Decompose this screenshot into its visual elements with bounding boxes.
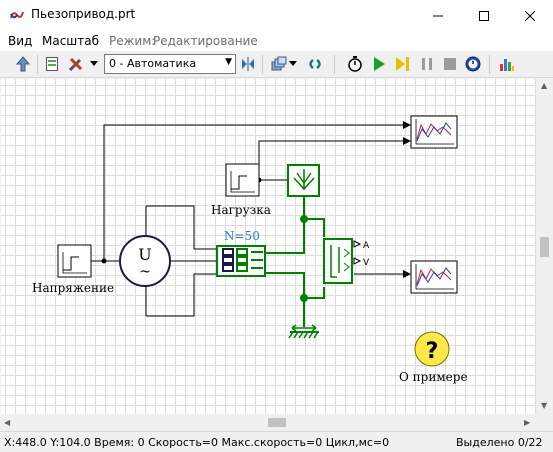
- toolbar-separator: [334, 55, 335, 74]
- title-bar: Пьезопривод.prt: [0, 0, 553, 31]
- n-stack-label: N=50: [224, 229, 260, 243]
- menu-bar: Вид Масштаб Режим: Редактирование: [0, 31, 553, 51]
- minimize-button[interactable]: [415, 0, 461, 31]
- mode-select[interactable]: 0 - Автоматика ▼: [104, 54, 236, 74]
- pause-button[interactable]: [417, 54, 437, 74]
- chart-icon: [500, 59, 514, 71]
- status-selection: Выделено 0/22: [456, 436, 543, 449]
- source-symbol: U: [138, 245, 151, 264]
- vertical-scroll-thumb[interactable]: [540, 237, 549, 257]
- step-icon: [396, 57, 409, 71]
- load-label: Нагрузка: [211, 203, 271, 217]
- motion-sensor-block[interactable]: A V: [323, 238, 370, 284]
- mode-select-value: 0 - Автоматика: [109, 57, 197, 70]
- toolbar-separator: [37, 55, 38, 74]
- stop-button[interactable]: [440, 54, 460, 74]
- status-bar: X:448.0 Y:104.0 Время: 0 Скорость=0 Макс…: [0, 431, 553, 452]
- tools-dropdown-button[interactable]: [88, 54, 100, 74]
- document-button[interactable]: [42, 54, 62, 74]
- menu-scale[interactable]: Масштаб: [42, 34, 100, 48]
- stopwatch-icon: [348, 56, 362, 72]
- link-button[interactable]: [305, 54, 325, 74]
- voltage-step-block[interactable]: [57, 244, 92, 278]
- status-coordinates: X:448.0 Y:104.0 Время: 0 Скорость=0 Макс…: [4, 436, 390, 449]
- maximize-button[interactable]: [461, 0, 507, 31]
- diagram-svg: U ~: [57, 115, 458, 367]
- about-example-button[interactable]: ?: [414, 331, 450, 367]
- mode-label: Режим:: [109, 34, 156, 48]
- flip-button[interactable]: [238, 54, 258, 74]
- dropdown-icon: [90, 61, 98, 66]
- stop-icon: [444, 58, 456, 70]
- flip-icon: [242, 57, 254, 71]
- window-title: Пьезопривод.prt: [31, 7, 136, 21]
- layers-button[interactable]: [269, 54, 289, 74]
- mechanical-ground: [288, 324, 319, 339]
- up-arrow-icon: [16, 56, 30, 72]
- chevron-down-icon: ▼: [225, 57, 232, 67]
- plot-block-2[interactable]: [410, 260, 458, 294]
- menu-view[interactable]: Вид: [8, 34, 33, 48]
- toolbar-separator: [489, 55, 490, 74]
- mechanical-node: [300, 294, 308, 302]
- help-icon: ?: [426, 339, 439, 364]
- step-button[interactable]: [393, 54, 413, 74]
- link-icon: [309, 59, 321, 69]
- play-icon: [374, 57, 385, 71]
- load-step-block[interactable]: [225, 163, 260, 197]
- scroll-right-icon[interactable]: ▶: [524, 418, 531, 427]
- source-tilde: ~: [139, 264, 151, 280]
- port-v-label: V: [363, 258, 370, 268]
- signal-wires: [91, 121, 411, 317]
- mechanical-wires: [266, 197, 325, 327]
- scroll-left-icon[interactable]: ◀: [4, 418, 11, 427]
- piezo-stack[interactable]: [216, 245, 266, 277]
- pause-icon: [422, 58, 432, 70]
- play-button[interactable]: [369, 54, 389, 74]
- stopwatch-button[interactable]: [345, 54, 365, 74]
- voltage-label: Напряжение: [32, 281, 115, 295]
- maximize-icon: [479, 10, 489, 21]
- horizontal-scroll-thumb[interactable]: [268, 418, 286, 427]
- example-label: О примере: [399, 370, 468, 384]
- port-a-label: A: [363, 241, 370, 251]
- diagram-canvas[interactable]: U ~: [1, 79, 536, 414]
- layers-dropdown-button[interactable]: [288, 54, 298, 74]
- force-source-block[interactable]: [287, 164, 320, 197]
- toolbar: 0 - Автоматика ▼: [0, 51, 553, 78]
- chart-button[interactable]: [497, 54, 517, 74]
- tools-button[interactable]: [66, 54, 86, 74]
- horizontal-scrollbar[interactable]: ◀ ▶: [1, 414, 536, 431]
- scroll-down-icon[interactable]: ▼: [541, 401, 548, 410]
- clock-icon: [465, 56, 481, 72]
- app-logo-icon: [10, 11, 24, 19]
- up-level-button[interactable]: [13, 54, 33, 74]
- tools-icon: [68, 57, 83, 72]
- minimize-icon: [433, 15, 443, 16]
- junction-dot: [101, 258, 107, 264]
- close-icon: [525, 10, 535, 21]
- scroll-up-icon[interactable]: ▲: [541, 81, 548, 90]
- clock-button[interactable]: [463, 54, 483, 74]
- toolbar-separator: [262, 55, 263, 74]
- mechanical-node: [300, 215, 308, 223]
- dropdown-icon: [289, 61, 297, 66]
- plot-block-1[interactable]: [410, 115, 458, 149]
- voltage-source[interactable]: U ~: [119, 235, 171, 287]
- document-icon: [46, 57, 58, 71]
- mode-value: Редактирование: [153, 34, 258, 48]
- close-button[interactable]: [507, 0, 553, 31]
- vertical-scrollbar[interactable]: ▲ ▼: [536, 79, 553, 414]
- layers-icon: [271, 56, 287, 71]
